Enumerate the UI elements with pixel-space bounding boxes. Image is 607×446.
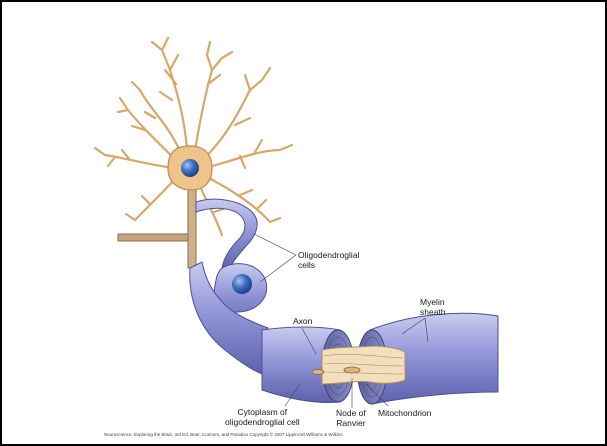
label-mitochondrion: Mitochondrion [378, 408, 431, 418]
mitochondrion-shape [344, 367, 360, 373]
label-node-of-ranvier: Node of Ranvier [336, 408, 366, 428]
axon-initial-segment [188, 178, 196, 268]
label-cytoplasm: Cytoplasm of oligodendroglial cell [225, 407, 300, 427]
label-oligodendroglial-cells-line2: cells [298, 260, 359, 270]
label-myelin-sheath: Myelin sheath [420, 297, 446, 317]
label-node-of-ranvier-line1: Node of [336, 408, 366, 418]
label-cytoplasm-line2: oligodendroglial cell [225, 417, 300, 427]
label-node-of-ranvier-line2: Ranvier [336, 418, 366, 428]
label-myelin-sheath-line2: sheath [420, 307, 446, 317]
label-oligodendroglial-cells: Oligodendroglial cells [298, 250, 359, 270]
cell-nucleus [181, 159, 199, 177]
oligodendroglial-nucleus [232, 274, 252, 294]
label-cytoplasm-line1: Cytoplasm of [225, 407, 300, 417]
axon-collateral [118, 234, 196, 241]
label-axon: Axon [293, 316, 312, 326]
copyright-credit: Neuroscience: Exploring the Brain, 3rd E… [104, 432, 343, 437]
oligodendroglial-process-upper [196, 199, 257, 270]
label-myelin-sheath-line1: Myelin [420, 297, 446, 307]
axon-core [322, 346, 405, 384]
label-oligodendroglial-cells-line1: Oligodendroglial [298, 250, 359, 260]
mitochondrion-shape-2 [312, 370, 324, 375]
